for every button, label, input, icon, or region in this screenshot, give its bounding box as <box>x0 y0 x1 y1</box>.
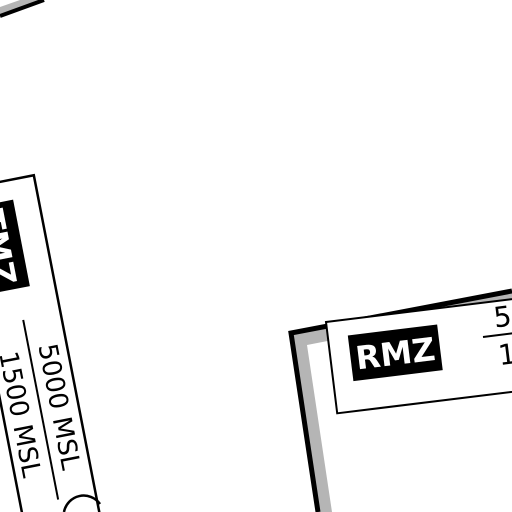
tmz-badge <box>0 199 30 295</box>
rmz-label-box: RMZ 5 1 <box>324 289 512 415</box>
airspace-boundary-top-left <box>0 0 45 18</box>
rmz-badge <box>347 324 443 382</box>
rmz-airspace-boundary <box>288 288 512 512</box>
tmz-label-box: TMZ 5000 MSL 1500 MSL <box>0 173 102 512</box>
navaid-symbol-fragment <box>62 494 102 512</box>
rmz-upper-limit: 5 <box>492 299 512 334</box>
rmz-lower-limit: 1 <box>496 337 512 372</box>
